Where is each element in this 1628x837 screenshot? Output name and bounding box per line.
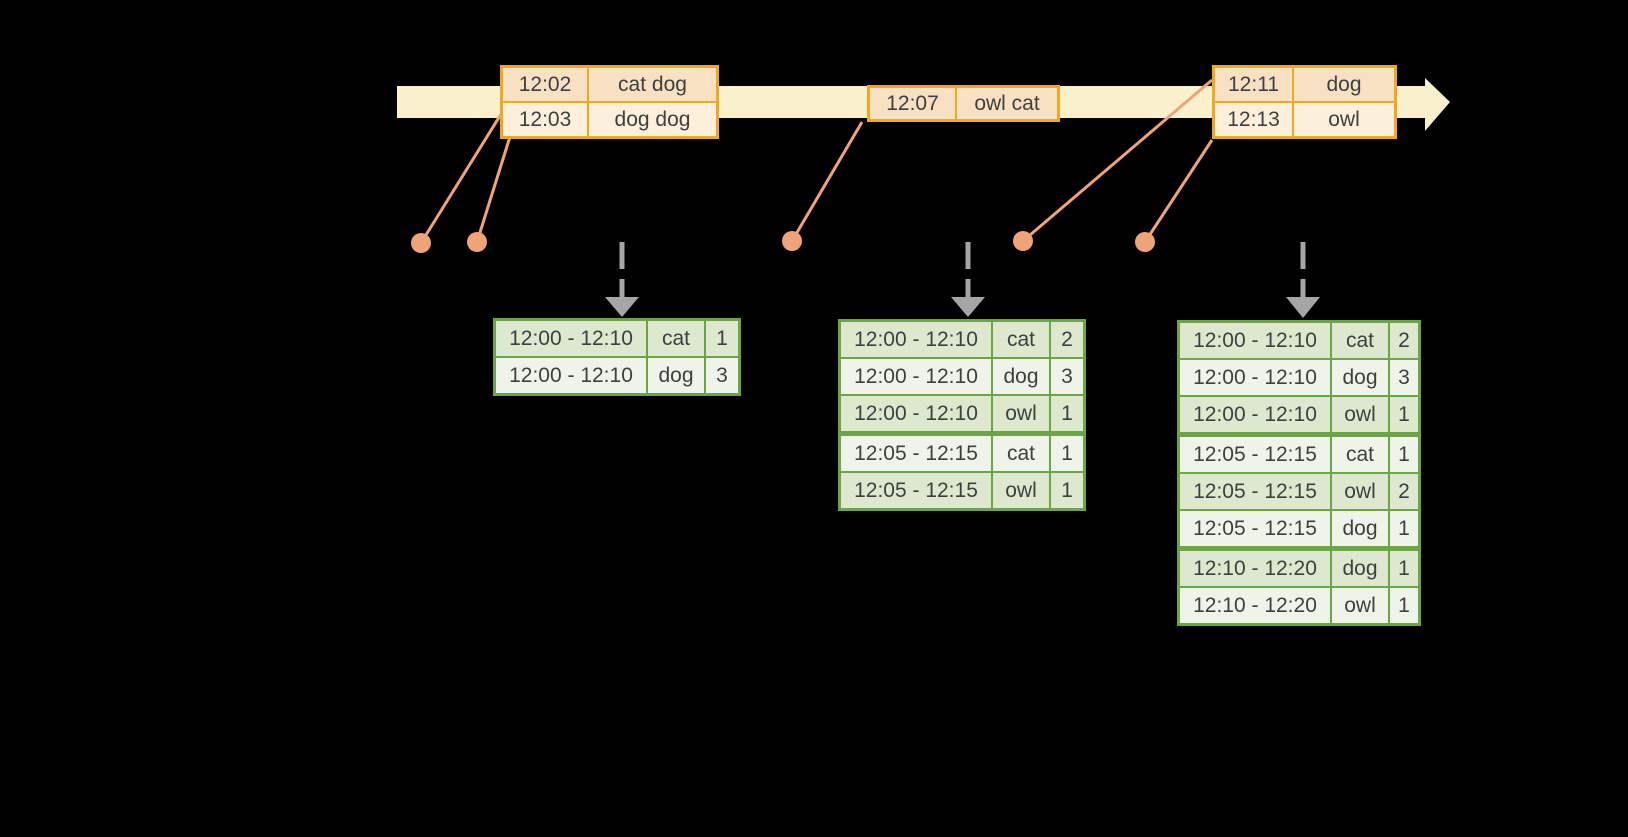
count-cell: 1	[1049, 471, 1086, 511]
word-cell: cat	[1330, 432, 1390, 474]
window-cell: 12:05 - 12:15	[1177, 472, 1332, 511]
words-cell: owl cat	[955, 85, 1060, 122]
word-cell: dog	[1330, 509, 1390, 550]
count-cell: 1	[1388, 509, 1421, 550]
words-cell: dog dog	[587, 101, 719, 139]
event-dot-icon	[1013, 231, 1033, 251]
count-cell: 2	[1049, 319, 1086, 359]
window-cell: 12:00 - 12:10	[493, 318, 648, 358]
time-cell: 12:02	[500, 65, 589, 103]
word-cell: dog	[991, 357, 1051, 396]
word-cell: dog	[1330, 546, 1390, 588]
window-cell: 12:00 - 12:10	[838, 319, 993, 359]
word-cell: cat	[646, 318, 706, 358]
window-cell: 12:05 - 12:15	[1177, 509, 1332, 550]
window-cell: 12:00 - 12:10	[1177, 395, 1332, 436]
words-cell: owl	[1292, 101, 1397, 139]
word-cell: dog	[1330, 358, 1390, 397]
trigger-down-arrow-icon	[605, 242, 639, 317]
window-cell: 12:00 - 12:10	[1177, 320, 1332, 360]
event-dot-icon	[782, 231, 802, 251]
event-dot-icon	[1135, 232, 1155, 252]
event-dot-icon	[411, 233, 431, 253]
trigger-down-arrow-icon	[951, 242, 985, 317]
time-cell: 12:13	[1212, 101, 1294, 139]
word-cell: owl	[1330, 472, 1390, 511]
count-cell: 1	[1049, 394, 1086, 435]
window-cell: 12:10 - 12:20	[1177, 546, 1332, 588]
count-cell: 1	[1388, 546, 1421, 588]
event-connector-line	[475, 123, 516, 243]
event-connector-line	[1022, 78, 1213, 243]
count-cell: 1	[704, 318, 741, 358]
event-dot-icon	[467, 232, 487, 252]
window-cell: 12:10 - 12:20	[1177, 586, 1332, 626]
event-connector-line	[1143, 139, 1214, 243]
word-cell: cat	[1330, 320, 1390, 360]
word-cell: owl	[991, 471, 1051, 511]
count-cell: 1	[1388, 432, 1421, 474]
count-cell: 2	[1388, 472, 1421, 511]
event-dots	[411, 231, 1155, 253]
time-cell: 12:11	[1212, 65, 1294, 103]
word-cell: owl	[1330, 586, 1390, 626]
count-cell: 3	[1388, 358, 1421, 397]
event-connector-line	[790, 121, 864, 242]
word-cell: owl	[1330, 395, 1390, 436]
timeline-arrowhead-icon	[1425, 78, 1450, 131]
window-cell: 12:05 - 12:15	[838, 471, 993, 511]
word-cell: owl	[991, 394, 1051, 435]
trigger-arrows	[605, 242, 1320, 318]
words-cell: dog	[1292, 65, 1397, 103]
word-cell: dog	[646, 356, 706, 396]
word-cell: cat	[991, 319, 1051, 359]
window-cell: 12:05 - 12:15	[1177, 432, 1332, 474]
window-cell: 12:00 - 12:10	[493, 356, 648, 396]
count-cell: 3	[1049, 357, 1086, 396]
window-cell: 12:00 - 12:10	[838, 394, 993, 435]
window-cell: 12:05 - 12:15	[838, 431, 993, 473]
time-cell: 12:03	[500, 101, 589, 139]
count-cell: 1	[1388, 586, 1421, 626]
time-cell: 12:07	[867, 85, 957, 122]
trigger-down-arrow-icon	[1286, 242, 1320, 318]
window-cell: 12:00 - 12:10	[1177, 358, 1332, 397]
count-cell: 1	[1388, 395, 1421, 436]
word-cell: cat	[991, 431, 1051, 473]
count-cell: 2	[1388, 320, 1421, 360]
words-cell: cat dog	[587, 65, 719, 103]
window-cell: 12:00 - 12:10	[838, 357, 993, 396]
count-cell: 1	[1049, 431, 1086, 473]
count-cell: 3	[704, 356, 741, 396]
